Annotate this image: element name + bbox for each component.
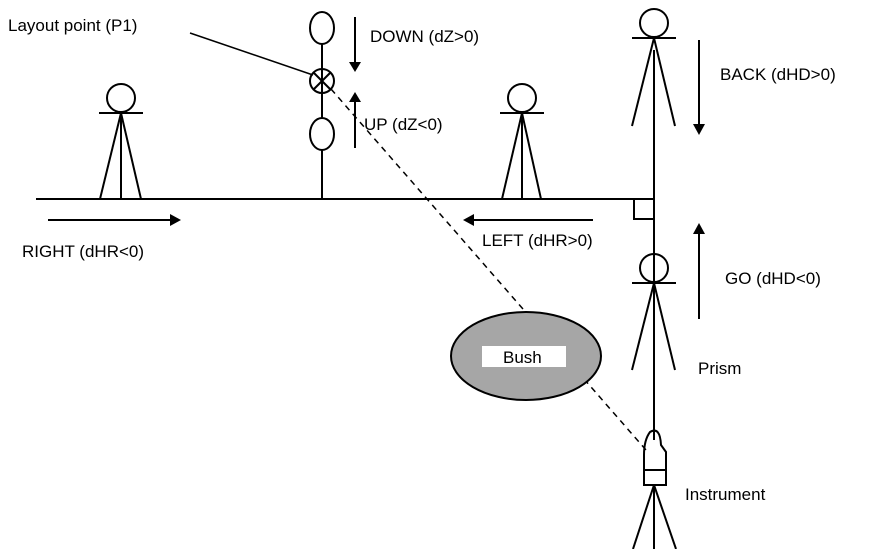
person-figure-left (99, 83, 143, 200)
person-figure-prism (631, 253, 676, 371)
sight-line (330, 88, 647, 451)
left-arrow (463, 214, 593, 226)
up-arrow (349, 92, 361, 148)
left-label: LEFT (dHR>0) (482, 231, 593, 250)
person-figure-back (631, 8, 676, 127)
right-label: RIGHT (dHR<0) (22, 242, 144, 261)
bush-label: Bush (503, 348, 542, 367)
layout-point-pole (309, 11, 335, 199)
prism-label: Prism (698, 359, 741, 378)
up-label: UP (dZ<0) (364, 115, 443, 134)
person-figure-middle (500, 83, 544, 200)
down-arrow (349, 17, 361, 72)
right-angle-marker (633, 199, 654, 220)
go-arrow (693, 223, 705, 319)
right-arrow (48, 214, 181, 226)
layout-point-marker (309, 68, 335, 94)
layout-point-label: Layout point (P1) (8, 16, 137, 35)
instrument-label: Instrument (685, 485, 766, 504)
back-label: BACK (dHD>0) (720, 65, 836, 84)
bush-label-box (482, 346, 566, 367)
layout-point-leader (189, 32, 314, 76)
bush (450, 311, 602, 401)
instrument (632, 429, 677, 549)
back-arrow (693, 40, 705, 135)
go-label: GO (dHD<0) (725, 269, 821, 288)
down-label: DOWN (dZ>0) (370, 27, 479, 46)
